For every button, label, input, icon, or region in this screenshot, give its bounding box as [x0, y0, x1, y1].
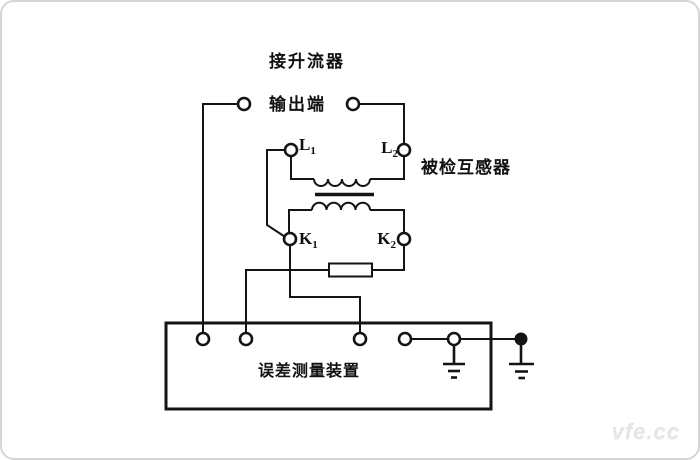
terminal-k1-sub: 1: [312, 239, 318, 251]
terminal-k2-sub: 2: [390, 239, 397, 251]
wire-l1-k1-bypass: [266, 149, 286, 238]
terminal-l1-label: L1: [299, 136, 316, 157]
wire-t2-to-resistor: [245, 269, 329, 333]
terminal-k1-label: K1: [299, 230, 318, 251]
device-terminal-3: [352, 331, 368, 347]
terminal-l2-base: L: [381, 138, 393, 157]
junction-dot: [514, 332, 528, 346]
terminal-l1-base: L: [299, 135, 311, 154]
terminal-k1-base: K: [299, 229, 313, 248]
device-terminal-1: [195, 331, 211, 347]
terminal-k2: [396, 231, 412, 247]
terminals: [195, 96, 462, 347]
terminal-k2-base: K: [377, 229, 391, 248]
terminal-output-left: [236, 96, 252, 112]
resistor: [328, 262, 373, 278]
device-terminal-5: [446, 331, 462, 347]
device-box: [164, 321, 493, 411]
output-terminal-label: 输出端: [269, 95, 326, 114]
primary-winding: [313, 178, 371, 187]
wire-k1-to-t3: [289, 245, 361, 333]
wire-l1-to-primary: [290, 156, 314, 180]
wire-output-left-to-t1: [202, 103, 238, 333]
wire-primary-to-l2: [370, 156, 405, 180]
terminal-l1: [283, 142, 299, 158]
terminal-l2-sub: 2: [392, 148, 399, 160]
terminal-k2-label: K2: [372, 230, 396, 251]
watermark: vfe.cc: [611, 419, 680, 444]
device-terminal-2: [238, 331, 254, 347]
terminal-l2: [396, 142, 412, 158]
terminal-l1-sub: 1: [310, 145, 316, 157]
wire-resistor-to-k2: [372, 245, 405, 271]
secondary-winding: [311, 201, 371, 211]
error-measurement-device-label: 误差测量装置: [258, 363, 361, 380]
transformer-under-test-label: 被检互感器: [421, 158, 511, 177]
device-terminal-4: [397, 331, 413, 347]
wire-secondary-to-k1: [288, 209, 312, 233]
ground-symbol-outer: [509, 344, 534, 380]
terminal-output-right: [345, 96, 361, 112]
terminal-l2-label: L2: [374, 139, 398, 160]
wire-output-right-to-l2: [359, 103, 405, 144]
wire-secondary-to-k2: [370, 209, 405, 233]
booster-label: 接升流器: [269, 52, 345, 71]
terminal-k1: [282, 231, 298, 247]
ground-symbol-inner: [443, 345, 465, 379]
